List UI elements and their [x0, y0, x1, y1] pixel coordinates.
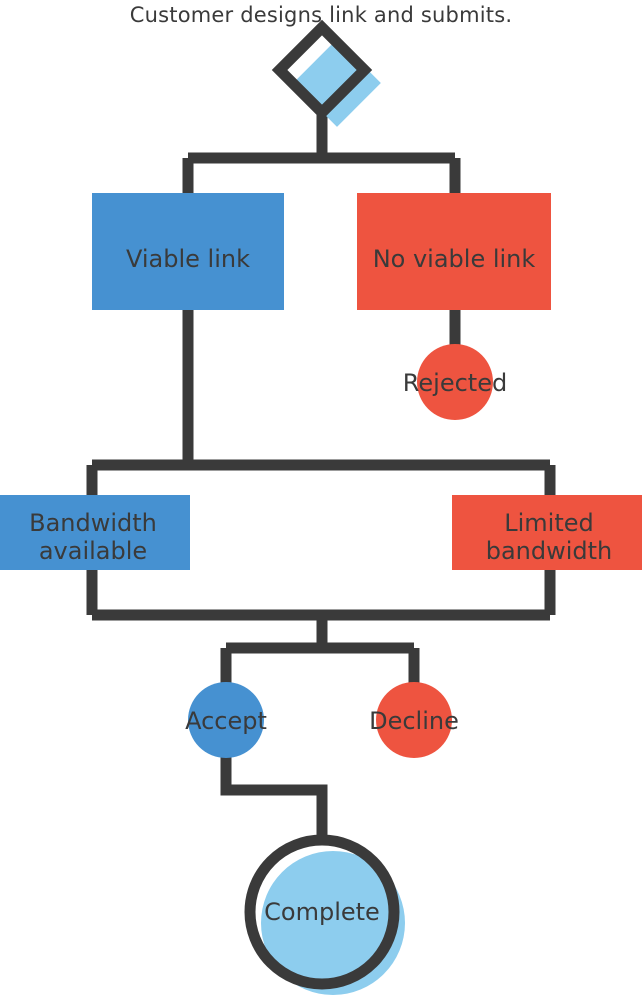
node-accept[interactable]: Accept [185, 682, 267, 758]
node-rejected[interactable]: Rejected [403, 344, 507, 420]
bandwidth-available-label-line1: Bandwidth [29, 509, 157, 537]
no-viable-link-box [357, 193, 551, 310]
rejected-label: Rejected [403, 369, 507, 397]
accept-label: Accept [185, 707, 267, 735]
edge-accept-to-complete [220, 750, 328, 840]
node-decline[interactable]: Decline [369, 682, 459, 758]
bandwidth-available-box [0, 495, 190, 570]
limited-bandwidth-label-line1: Limited [504, 509, 594, 537]
complete-circle-fill [261, 851, 405, 995]
complete-circle-ring [244, 834, 400, 990]
node-start[interactable] [271, 19, 381, 127]
accept-circle [188, 682, 264, 758]
node-bandwidth-available[interactable]: Bandwidth available [0, 495, 190, 570]
limited-bandwidth-box [452, 495, 642, 570]
rejected-circle [417, 344, 493, 420]
decline-label: Decline [369, 707, 459, 735]
node-no-viable-link[interactable]: No viable link [357, 193, 551, 310]
bandwidth-available-label-line2: available [39, 537, 147, 565]
node-complete[interactable]: Complete [244, 834, 405, 995]
diagram-title: Customer designs link and submits. [130, 3, 512, 27]
viable-link-box [92, 193, 284, 310]
complete-label: Complete [264, 898, 380, 926]
viable-link-label: Viable link [126, 245, 250, 273]
node-limited-bandwidth[interactable]: Limited bandwidth [452, 495, 642, 570]
node-viable-link[interactable]: Viable link [92, 193, 284, 310]
start-diamond-fill [293, 39, 381, 127]
start-diamond-outline [271, 19, 373, 121]
decline-circle [376, 682, 452, 758]
limited-bandwidth-label-line2: bandwidth [486, 537, 613, 565]
no-viable-link-label: No viable link [373, 245, 536, 273]
